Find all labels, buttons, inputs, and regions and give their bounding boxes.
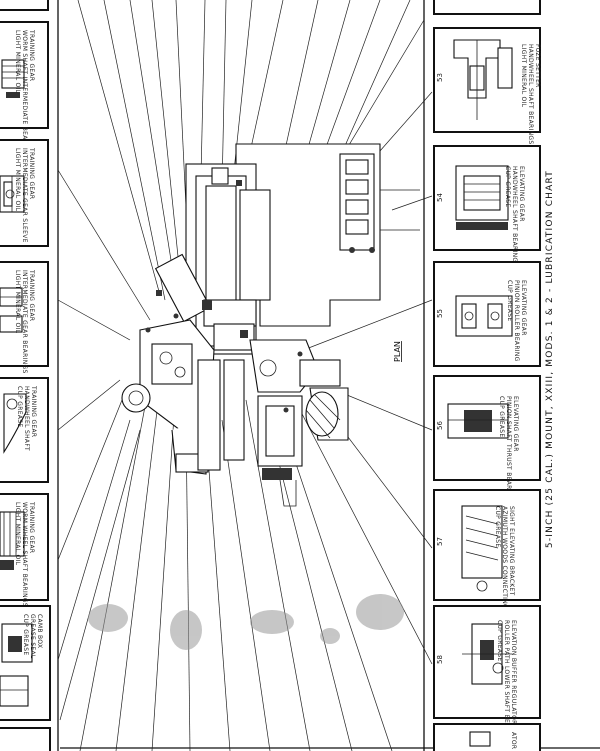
left-panel-6-line-2: GREASE SEAL xyxy=(29,614,36,659)
svg-text:FUZE SETTERHANDWHEEL SHAFT BEA: FUZE SETTERHANDWHEEL SHAFT BEARINGSLIGHT… xyxy=(520,44,541,144)
left-panel-6: CAMB BOXGREASE SEALCUP GREASE xyxy=(0,605,51,721)
right-panel-57-line-1: SIGHT ELEVATING BRACKET xyxy=(508,506,515,596)
left-panel-3: TRAINING GEARINTERMEDIATE GEAR BEARINGSL… xyxy=(0,261,49,374)
right-panel-55-line-1: ELEVATING GEAR xyxy=(520,280,527,336)
svg-text:SIGHT ELEVATING BRACKETAZIMUTH: SIGHT ELEVATING BRACKETAZIMUTH WOODS CON… xyxy=(494,506,515,632)
svg-text:ELEVATING GEARHANDWHEEL SHAFT: ELEVATING GEARHANDWHEEL SHAFT BEARINGSCU… xyxy=(504,166,525,266)
left-panel-6-line-1: CAMB BOX xyxy=(36,614,43,648)
right-panel-53-line-2: HANDWHEEL SHAFT BEARINGS xyxy=(527,44,534,144)
right-panel-57-line-2: AZIMUTH WOODS CONNECTING SHAFT xyxy=(501,506,508,632)
scan-speckle-band xyxy=(88,594,404,650)
right-panel-0 xyxy=(433,0,541,15)
right-panel-57: 57 SIGHT ELEVATING BRACKETAZIMUTH WOODS … xyxy=(433,489,541,632)
svg-text:ELEVATION BUFFER REGULATORROLL: ELEVATION BUFFER REGULATORROLLER PATH LO… xyxy=(496,620,517,748)
leader-lines xyxy=(57,0,433,751)
left-panel-5: TRAINING GEARWORM WHEEL SHAFT BEARINGSLI… xyxy=(0,493,49,607)
left-panel-3-line-3: LIGHT MINERAL OIL xyxy=(14,270,21,334)
right-panel-53-line-1: FUZE SETTER xyxy=(534,44,541,88)
left-panel-4-line-3: CUP GREASE xyxy=(16,386,23,427)
plan-view-label: PLAN xyxy=(393,341,402,362)
left-panel-1-line-3: LIGHT MINERAL OIL xyxy=(14,30,21,94)
right-panel-55-line-3: CUP GREASE xyxy=(506,280,513,321)
right-panel-56-number: 56 xyxy=(436,421,444,430)
right-panel-58-line-3: CUP GREASE xyxy=(496,620,503,661)
left-panel-2-line-2: INTERMEDIATE GEAR SLEEVE xyxy=(21,148,28,243)
left-panel-1: TRAINING GEARWORM SHAFT INTERMEDIATE BEA… xyxy=(0,21,49,156)
right-panel-58: 58 ELEVATION BUFFER REGULATORROLLER PATH… xyxy=(433,605,541,748)
svg-text:TRAINING GEARWORM SHAFT INTERM: TRAINING GEARWORM SHAFT INTERMEDIATE BEA… xyxy=(14,29,35,156)
left-panel-4-line-1: TRAINING GEAR xyxy=(30,385,37,437)
right-panel-55: 55 ELEVATING GEARPINION ROLLER BEARINGCU… xyxy=(433,261,541,367)
right-panel-54-number: 54 xyxy=(436,193,444,202)
svg-text:TRAINING GEARWORM WHEEL SHAFT: TRAINING GEARWORM WHEEL SHAFT BEARINGSLI… xyxy=(14,501,35,607)
svg-text:CAMB BOXGREASE SEALCUP GREASE: CAMB BOXGREASE SEALCUP GREASE xyxy=(22,614,43,659)
right-panel-58-number: 58 xyxy=(436,655,444,664)
left-panel-2-line-3: LIGHT MINERAL OIL xyxy=(14,148,21,212)
right-panel-54: 54 ELEVATING GEARHANDWHEEL SHAFT BEARING… xyxy=(433,145,541,266)
left-panel-4-line-2: HANDWHEEL SHAFT xyxy=(23,386,30,451)
left-panel-4: TRAINING GEARHANDWHEEL SHAFTCUP GREASE xyxy=(0,377,49,483)
right-panel-58-line-2: ROLLER PATH LOWER SHAFT BEARINGS xyxy=(503,620,510,748)
gun-mount-plan-drawing xyxy=(121,143,420,507)
right-panel-57-line-3: CUP GREASE xyxy=(494,506,501,547)
right-panel-56-line-2: PINION SHAFT THRUST BEARING xyxy=(505,396,512,501)
right-panel-58-line-1: ELEVATION BUFFER REGULATOR xyxy=(510,620,517,725)
left-panel-1-line-1: TRAINING GEAR xyxy=(28,29,35,81)
right-panel-55-line-2: PINION ROLLER BEARING xyxy=(513,280,520,362)
right-panel-54-line-1: ELEVATING GEAR xyxy=(518,166,525,222)
left-panel-2: TRAINING GEARINTERMEDIATE GEAR SLEEVELIG… xyxy=(0,139,49,247)
right-panel-57-number: 57 xyxy=(436,537,444,546)
svg-text:TRAINING GEARHANDWHEEL SHAFTCU: TRAINING GEARHANDWHEEL SHAFTCUP GREASE xyxy=(16,385,37,451)
right-panel-53-line-3: LIGHT MINERAL OIL xyxy=(520,44,527,108)
right-panel-54-line-2: HANDWHEEL SHAFT BEARINGS xyxy=(511,166,518,266)
svg-text:TRAINING GEARINTERMEDIATE GEAR: TRAINING GEARINTERMEDIATE GEAR BEARINGSL… xyxy=(14,269,35,374)
left-panel-1-line-2: WORM SHAFT INTERMEDIATE BEARING xyxy=(21,30,28,156)
left-panel-5-line-3: LIGHT MINERAL OIL xyxy=(14,502,21,566)
right-panel-53-number: 53 xyxy=(436,73,444,82)
right-panel-53: 53 FUZE SETTERHANDWHEEL SHAFT BEARINGSLI… xyxy=(433,27,541,144)
right-panel-54-line-3: CUP GREASE xyxy=(504,166,511,207)
left-panel-0 xyxy=(0,0,49,11)
svg-text:ELEVATING GEARPINION ROLLER BE: ELEVATING GEARPINION ROLLER BEARINGCUP G… xyxy=(506,280,527,362)
right-panel-59-line-1: ATOR xyxy=(510,732,517,749)
right-panel-56: 56 ELEVATING GEARPINION SHAFT THRUST BEA… xyxy=(433,375,541,501)
left-panel-3-line-1: TRAINING GEAR xyxy=(28,269,35,321)
right-panel-59: ATOR xyxy=(433,723,541,751)
left-panel-3-line-2: INTERMEDIATE GEAR BEARINGS xyxy=(21,270,28,374)
left-panel-5-line-1: TRAINING GEAR xyxy=(28,501,35,553)
svg-text:ELEVATING GEARPINION SHAFT THR: ELEVATING GEARPINION SHAFT THRUST BEARIN… xyxy=(498,396,519,501)
left-panel-2-line-1: TRAINING GEAR xyxy=(28,147,35,199)
left-panel-5-line-2: WORM WHEEL SHAFT BEARINGS xyxy=(21,502,28,607)
right-panel-56-line-3: CUP GREASE xyxy=(498,396,505,437)
left-panel-7 xyxy=(0,727,51,751)
left-panel-6-line-3: CUP GREASE xyxy=(22,614,29,655)
svg-text:TRAINING GEARINTERMEDIATE GEAR: TRAINING GEARINTERMEDIATE GEAR SLEEVELIG… xyxy=(14,147,35,243)
right-panel-56-line-1: ELEVATING GEAR xyxy=(512,396,519,452)
chart-title: 5-INCH (25 CAL.) MOUNT, XXIII, MODS. 1 &… xyxy=(545,170,555,548)
right-panel-55-number: 55 xyxy=(436,309,444,318)
